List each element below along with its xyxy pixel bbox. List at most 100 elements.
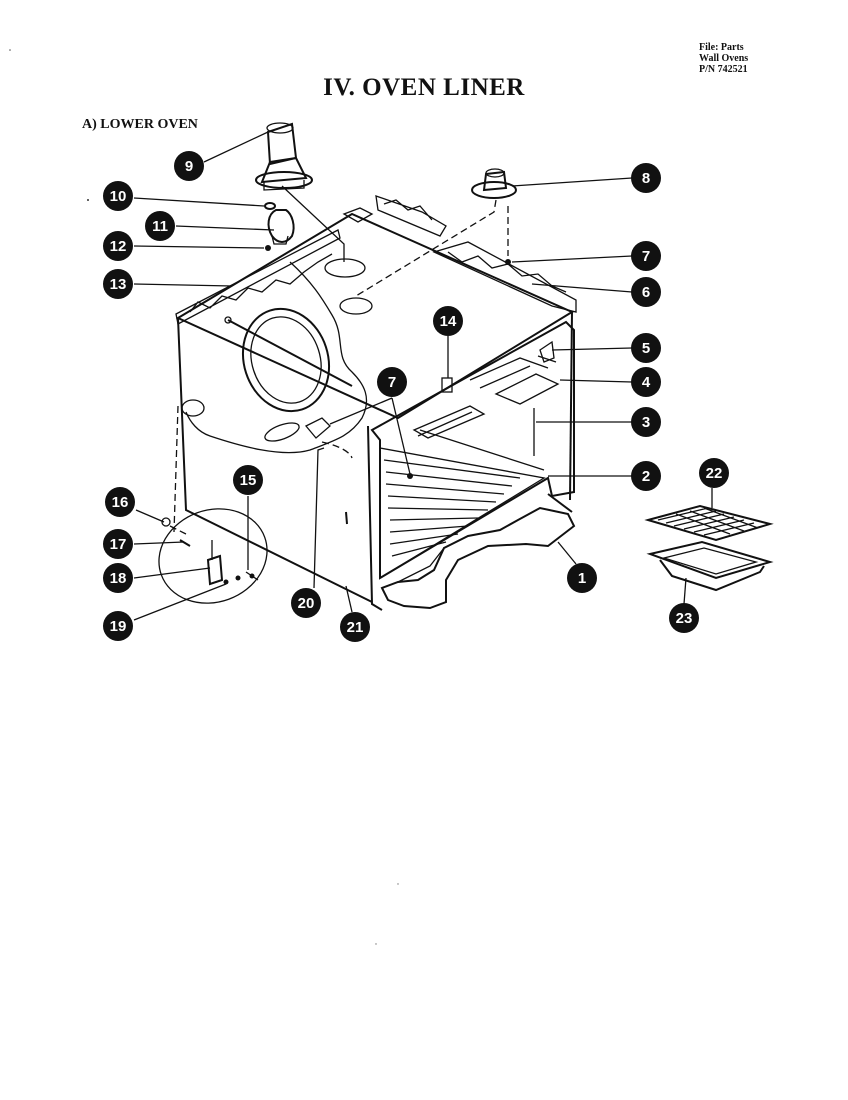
leader-23	[683, 577, 687, 605]
tray-corner	[547, 493, 573, 513]
leader-1	[557, 541, 577, 565]
callout-label: 6	[642, 284, 650, 301]
page-title: IV. OVEN LINER	[323, 74, 525, 101]
bottom-tray-inner	[397, 547, 445, 583]
callout-13: 13	[103, 269, 133, 299]
broil-pan-23-rim	[646, 540, 774, 580]
oven-liner-body	[175, 195, 577, 603]
broil-pan-inner	[412, 405, 486, 439]
callout-17: 17	[103, 529, 133, 559]
callout-4: 4	[631, 367, 661, 397]
callout-label: 15	[240, 472, 257, 489]
callout-label: 2	[642, 468, 650, 485]
top-bracket	[342, 207, 374, 223]
center-mark	[345, 511, 348, 525]
left-bracket	[304, 417, 331, 439]
socket-body	[260, 156, 308, 184]
insulation-strip-left	[175, 229, 341, 325]
part-17	[179, 539, 191, 547]
callout-label: 21	[347, 619, 364, 636]
file-info-line-2: Wall Ovens	[699, 53, 749, 64]
broil-pan-and-grid	[644, 504, 774, 592]
nut-12	[265, 245, 271, 251]
bottom-tray	[380, 506, 576, 610]
bulb-11	[267, 209, 295, 243]
side-window-inner	[250, 316, 322, 404]
callout-2: 2	[631, 461, 661, 491]
bracket-hidden-line	[321, 441, 353, 459]
callout-7-top: 7	[631, 241, 661, 271]
callout-16: 16	[105, 487, 135, 517]
latch-hidden-line	[173, 405, 179, 533]
callout-label: 4	[642, 374, 651, 391]
element-wire	[469, 357, 549, 389]
callout-21: 21	[340, 612, 370, 642]
small-hardware	[158, 202, 557, 604]
screw-7-front	[407, 473, 413, 479]
leader-21	[345, 585, 353, 613]
side-slot	[264, 422, 300, 442]
vent-knob-base	[471, 181, 517, 199]
broil-pan-23-inner	[661, 547, 759, 575]
part-19-a	[223, 579, 229, 585]
latch-detail-circle	[158, 508, 268, 604]
oven-front-left-edge	[367, 425, 383, 611]
rack-outline	[379, 447, 546, 573]
callout-19: 19	[103, 611, 133, 641]
bracket-14	[441, 377, 453, 393]
top-vent-knob	[355, 168, 517, 297]
callout-group: 9 8 10 11 12 7 13 6 14 5 7 4 3 2 22 15 1…	[103, 151, 729, 642]
leader-lines	[133, 131, 713, 621]
callout-label: 23	[676, 610, 693, 627]
part-5-clip	[537, 355, 557, 363]
rack-wires	[383, 459, 521, 557]
callout-11: 11	[145, 211, 175, 241]
broil-pan-23-body	[659, 559, 765, 592]
side-oval	[181, 399, 205, 417]
callout-12: 12	[103, 231, 133, 261]
screw-10	[264, 202, 276, 210]
oven-rack	[379, 429, 546, 573]
leader-7-top	[511, 255, 633, 263]
top-hole-left	[324, 258, 366, 278]
scan-speck	[397, 883, 399, 885]
part-18-plate	[206, 554, 224, 586]
side-rod-end	[224, 316, 232, 324]
upper-element	[494, 373, 560, 405]
callout-7-front: 7	[377, 367, 407, 397]
leader-8	[511, 177, 633, 187]
leader-9	[203, 131, 269, 163]
file-info: File: Parts Wall Ovens P/N 742521	[699, 42, 748, 75]
part-15-pin	[245, 571, 259, 581]
socket-cap-top	[266, 122, 294, 134]
leader-7-front	[391, 397, 411, 475]
callout-label: 1	[578, 570, 586, 587]
callout-5: 5	[631, 333, 661, 363]
part-19-b	[235, 575, 241, 581]
callout-label: 13	[110, 276, 127, 293]
part-16-dash	[169, 525, 187, 535]
callout-label: 18	[110, 570, 127, 587]
oven-front-and-rack	[345, 320, 576, 611]
callout-label: 9	[185, 158, 193, 175]
leader-18	[133, 567, 211, 579]
broil-grid-bars	[657, 507, 759, 536]
side-window	[241, 307, 331, 413]
leader-4	[559, 379, 633, 383]
callout-6: 6	[631, 277, 661, 307]
callout-label: 5	[642, 340, 650, 357]
callout-label: 22	[706, 465, 723, 482]
file-info-line-3: P/N 742521	[699, 64, 748, 75]
callout-label: 19	[110, 618, 127, 635]
leader-12	[133, 245, 265, 249]
leader-19	[133, 583, 227, 621]
callout-8: 8	[631, 163, 661, 193]
leader-11	[175, 225, 275, 231]
light-socket-assembly	[255, 122, 345, 262]
scan-speck	[9, 49, 11, 51]
insulation-strip-back	[375, 195, 447, 237]
bulb-base	[271, 235, 289, 245]
leader-20	[313, 447, 325, 589]
leader-10	[133, 197, 265, 207]
